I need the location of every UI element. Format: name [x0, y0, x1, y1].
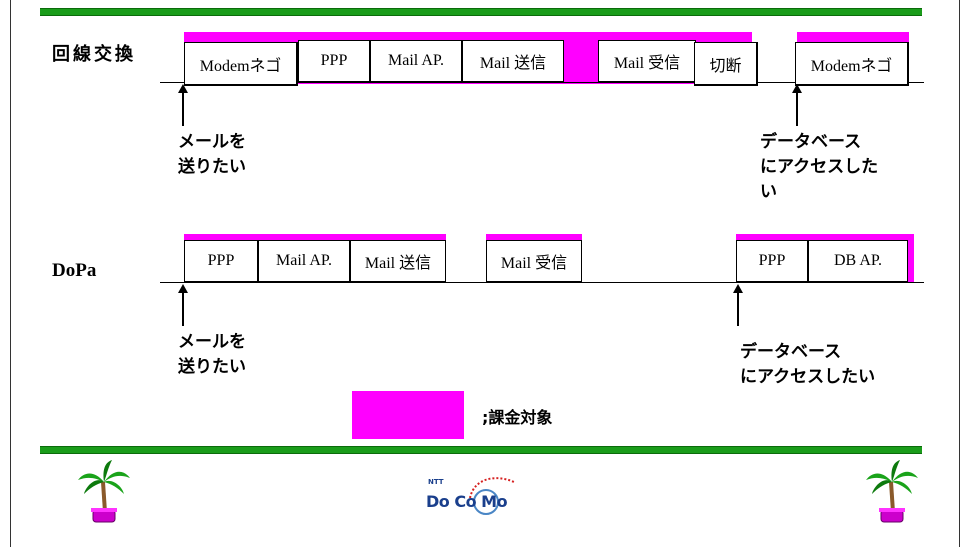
- arrow-up-icon: [178, 84, 188, 126]
- row1-label: 回線交換: [52, 44, 136, 65]
- row1-box-modem-nego-2: Modemネゴ: [795, 42, 909, 86]
- row1-box-mail-ap: Mail AP.: [370, 40, 462, 82]
- row1-box-mail-receive: Mail 受信: [598, 40, 696, 82]
- bottom-divider-bar: [40, 446, 922, 454]
- row1-note-right: データベース にアクセスした い: [760, 132, 879, 202]
- palm-tree-icon: [866, 460, 918, 523]
- row2-label: DoPa: [52, 260, 97, 281]
- timeline-row2: [160, 282, 924, 283]
- row2-note-left: メールを 送りたい: [178, 332, 246, 377]
- row2-note-right: データベース にアクセスしたい: [740, 342, 876, 387]
- logo-brand-text: Do Co Mo: [426, 492, 508, 511]
- row2-box-mail-ap: Mail AP.: [258, 240, 350, 282]
- row2-box-mail-receive: Mail 受信: [486, 240, 582, 282]
- arrow-up-icon: [733, 284, 743, 326]
- row2-box-ppp: PPP: [184, 240, 258, 282]
- row2-box-db-ap: DB AP.: [808, 240, 908, 282]
- row1-box-modem-nego: Modemネゴ: [184, 42, 298, 86]
- palm-tree-icon: [78, 460, 130, 523]
- legend-text: ;課金対象: [482, 408, 553, 427]
- legend-swatch: [352, 391, 464, 439]
- top-divider-bar: [40, 8, 922, 16]
- slide-frame: [10, 0, 960, 547]
- row1-box-mail-send: Mail 送信: [462, 40, 564, 82]
- row1-box-disconnect: 切断: [694, 42, 758, 86]
- row2-box-mail-send: Mail 送信: [350, 240, 446, 282]
- logo-arc-icon: [469, 477, 515, 515]
- row1-box-ppp: PPP: [298, 40, 370, 82]
- timeline-row1: [160, 82, 924, 83]
- docomo-logo: NTT Do Co Mo: [426, 468, 538, 518]
- row1-note-left: メールを 送りたい: [178, 132, 246, 177]
- arrow-up-icon: [178, 284, 188, 326]
- logo-small-text: NTT: [428, 478, 444, 486]
- arrow-up-icon: [792, 84, 802, 126]
- row2-box-ppp-2: PPP: [736, 240, 808, 282]
